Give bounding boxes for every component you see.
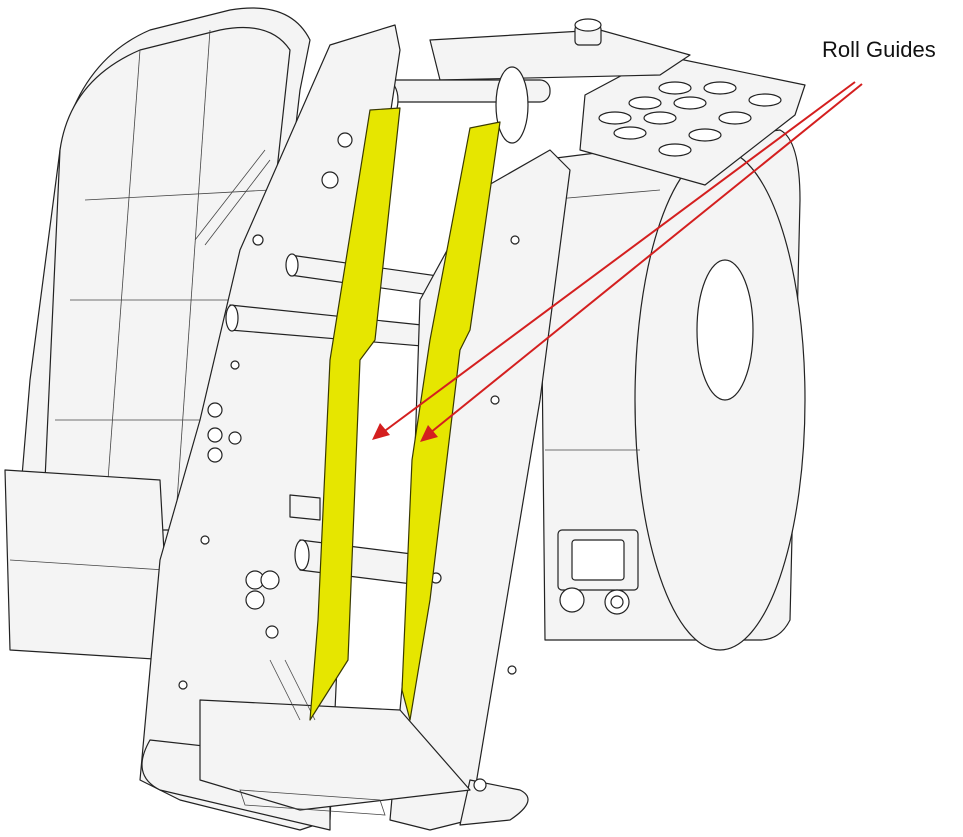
drum-housing: [539, 129, 806, 651]
callout-label-roll-guides: Roll Guides: [822, 37, 936, 62]
roll-guides: [309, 107, 501, 721]
callout-arrows: [372, 81, 863, 442]
base-tray: [199, 659, 471, 816]
roll-guide-left: [309, 107, 401, 721]
callout-arrow-2: [429, 83, 863, 434]
callout-arrow-1: [381, 81, 856, 434]
top-mechanism: [369, 18, 691, 144]
power-inlet: [557, 529, 639, 615]
roll-guide-right: [401, 121, 501, 721]
